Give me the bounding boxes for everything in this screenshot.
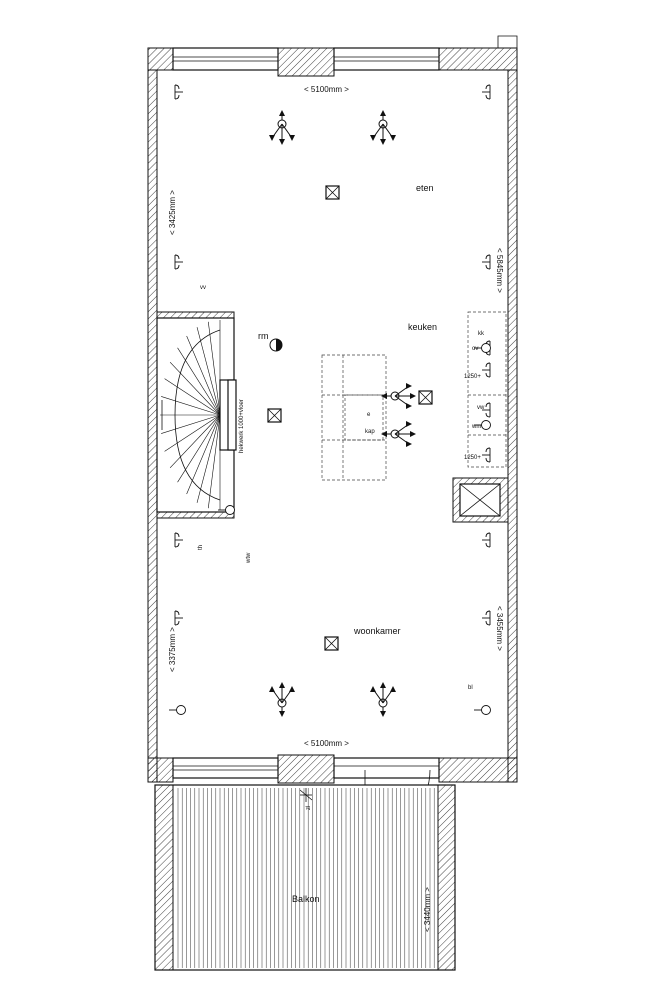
label-vv: vv bbox=[200, 285, 206, 291]
spot-light-icon bbox=[370, 110, 396, 145]
stair-tread bbox=[161, 396, 221, 416]
label-zl: zl bbox=[306, 806, 312, 810]
room-label-eten: eten bbox=[416, 183, 434, 193]
room-label-woonkamer: woonkamer bbox=[353, 626, 401, 636]
kitchen-counter bbox=[467, 311, 507, 468]
spot-light-icon bbox=[269, 682, 295, 717]
smoke-detector-icon bbox=[269, 338, 283, 352]
stair-tread bbox=[207, 321, 221, 416]
stair-tread bbox=[186, 414, 221, 495]
ceiling-box-hall bbox=[267, 408, 282, 423]
dimension-bottom: < 5100mm > bbox=[304, 739, 349, 748]
room-label-balkon: Balkon bbox=[292, 894, 320, 904]
stair-tread bbox=[196, 327, 221, 416]
dimension-balcony: < 3440mm > bbox=[423, 887, 432, 932]
left-wall bbox=[147, 69, 158, 783]
ceiling-box-woonkamer bbox=[324, 636, 339, 651]
dimension-left-lower: < 3375mm > bbox=[168, 627, 177, 672]
label-kap: kap bbox=[365, 429, 375, 435]
sunshade-icon bbox=[299, 788, 313, 802]
switch-icon bbox=[218, 505, 235, 515]
label-wtw: wtw bbox=[246, 552, 252, 564]
wall-outlet-icon bbox=[174, 84, 183, 100]
label-ov: ov bbox=[472, 346, 478, 352]
spot-light-icon bbox=[370, 682, 396, 717]
label-1250-a: 1250+ bbox=[464, 374, 481, 380]
shaft bbox=[452, 477, 509, 523]
wall-outlet-icon bbox=[482, 402, 491, 418]
label-th: th bbox=[198, 545, 204, 550]
dimension-right-upper: < 5845mm > bbox=[495, 248, 504, 293]
wall-outlet-icon bbox=[482, 254, 491, 270]
stair-tread bbox=[177, 347, 221, 416]
ceiling-box-eten bbox=[325, 185, 340, 200]
staircase bbox=[156, 311, 237, 519]
stair-tread bbox=[207, 414, 221, 509]
switch-icon bbox=[474, 420, 491, 430]
stair-tread bbox=[161, 414, 221, 434]
label-e: e bbox=[367, 412, 371, 418]
label-bl: bl bbox=[468, 685, 473, 691]
right-wall bbox=[507, 69, 518, 783]
wall-outlet-icon bbox=[482, 84, 491, 100]
stair-tread bbox=[177, 414, 221, 483]
spot-light-icon bbox=[269, 110, 295, 145]
stair-tread bbox=[186, 335, 221, 416]
switch-icon bbox=[474, 343, 491, 353]
wall-outlets bbox=[169, 84, 491, 715]
label-1250-b: 1250+ bbox=[464, 455, 481, 461]
label-hekwerk: hekwerk 1000+vloer bbox=[239, 399, 245, 453]
wall-outlet-icon bbox=[174, 254, 183, 270]
label-kk: kk bbox=[478, 331, 485, 337]
dimension-left-upper: < 3425mm > bbox=[168, 190, 177, 235]
wall-outlet-icon bbox=[482, 532, 491, 548]
wall-outlet-icon bbox=[174, 610, 183, 626]
balcony bbox=[154, 784, 456, 971]
switch-icon bbox=[474, 705, 491, 715]
spot-light-icon bbox=[381, 383, 416, 409]
stair-tread bbox=[164, 414, 221, 452]
wall-outlet-icon bbox=[482, 362, 491, 378]
room-label-keuken: keuken bbox=[408, 322, 437, 332]
stair-tread bbox=[164, 378, 221, 416]
ceiling-box-keuken bbox=[418, 390, 433, 405]
wall-outlet-icon bbox=[482, 610, 491, 626]
spot-light-icon bbox=[381, 421, 416, 447]
bottom-wall bbox=[147, 754, 518, 784]
top-wall bbox=[147, 35, 518, 77]
wall-outlet-icon bbox=[174, 532, 183, 548]
wall-outlet-icon bbox=[482, 447, 491, 463]
label-vw: vw bbox=[477, 405, 485, 411]
stair-tread bbox=[169, 362, 221, 416]
stair-tread bbox=[169, 414, 221, 468]
dimension-right-lower: < 3455mm > bbox=[495, 606, 504, 651]
label-wm: wm bbox=[471, 424, 481, 430]
label-rm: rm bbox=[258, 331, 269, 341]
spot-lights bbox=[269, 110, 416, 717]
dimension-top: < 5100mm > bbox=[304, 85, 349, 94]
switch-icon bbox=[169, 705, 186, 715]
stair-tread bbox=[196, 414, 221, 503]
kitchen-island bbox=[321, 354, 387, 481]
